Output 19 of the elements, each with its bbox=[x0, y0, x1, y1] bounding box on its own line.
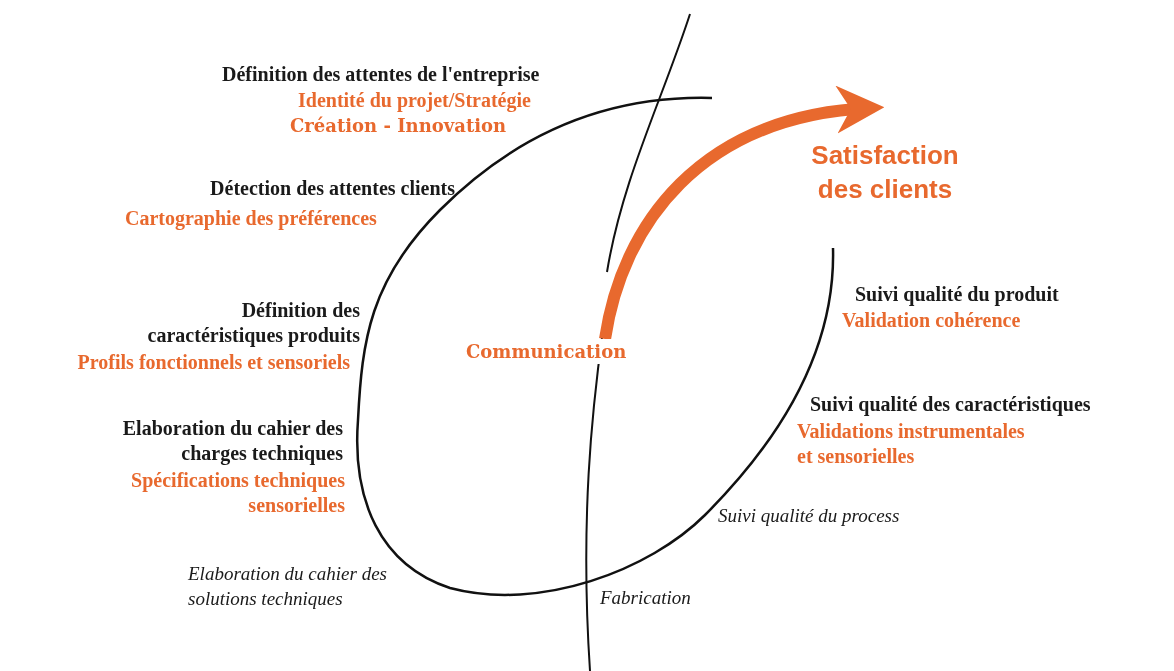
annotation-text: Suivi qualité du produit bbox=[855, 282, 1060, 307]
annotation-text: Profils fonctionnels et sensoriels bbox=[76, 350, 350, 375]
goal-text: Satisfaction des clients bbox=[810, 139, 960, 206]
annotation-text: Validations instrumentales et sensorielles bbox=[797, 419, 1026, 469]
annotation-text: Elaboration du cahier des solutions techniques bbox=[188, 562, 388, 611]
center-label: Communication bbox=[466, 340, 628, 364]
annotation-text: Suivi qualité des caractéristiques bbox=[810, 392, 1092, 417]
annotation-text: Détection des attentes clients bbox=[209, 176, 455, 201]
annotation-text: Cartographie des préférences bbox=[125, 206, 378, 231]
annotation-text: Validation cohérence bbox=[842, 308, 1022, 333]
annotation-text: Définition des attentes de l'entreprise bbox=[222, 62, 541, 87]
curved-arrow bbox=[599, 87, 885, 341]
annotation-text: Identité du projet/Stratégie bbox=[298, 88, 532, 113]
annotation-text: Création - Innovation bbox=[290, 114, 508, 138]
annotation-text: Spécifications techniques sensorielles bbox=[130, 468, 345, 518]
annotation-text: Définition des caractéristiques produits bbox=[146, 298, 360, 348]
annotation-text: Elaboration du cahier des charges techniques bbox=[121, 416, 343, 466]
annotation-text: Fabrication bbox=[600, 586, 692, 610]
annotation-text: Suivi qualité du process bbox=[718, 504, 901, 528]
